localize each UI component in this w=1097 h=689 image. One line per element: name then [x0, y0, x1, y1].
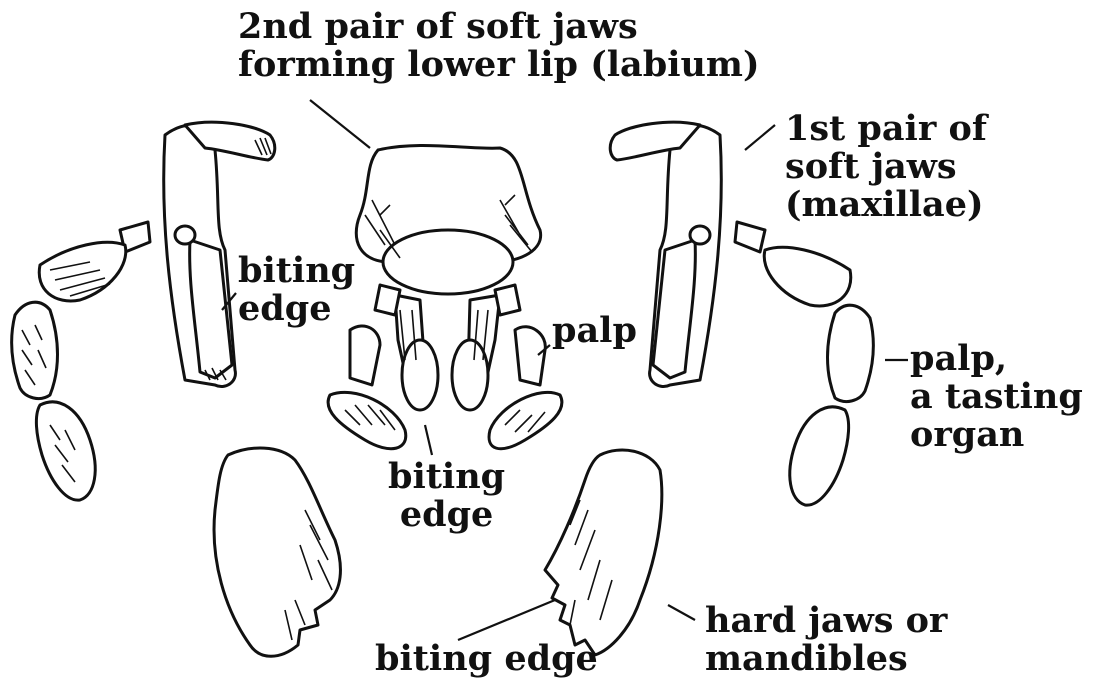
label-maxillae-line-2: soft jaws [785, 148, 987, 186]
labium [328, 145, 562, 448]
label-biting-edge-maxilla-line-1: biting [238, 252, 355, 290]
left-maxilla [12, 122, 275, 500]
label-palp-right: palp, a tasting organ [910, 340, 1083, 454]
leader-biting-edge-bottom [458, 600, 555, 640]
label-biting-edge-maxilla-line-2: edge [238, 290, 355, 328]
leader-maxillae [745, 125, 775, 150]
label-biting-edge-maxilla: biting edge [238, 252, 355, 328]
left-mandible [214, 448, 340, 656]
label-maxillae-line-1: 1st pair of [785, 110, 987, 148]
label-biting-edge-center-line-1: biting [388, 458, 505, 496]
label-palp-center: palp [552, 312, 637, 350]
label-labium-line-2: forming lower lip (labium) [238, 46, 760, 84]
label-biting-edge-center: biting edge [388, 458, 505, 534]
label-maxillae-line-3: (maxillae) [785, 186, 987, 224]
label-mandibles-line-2: mandibles [705, 640, 947, 678]
label-labium-line-1: 2nd pair of soft jaws [238, 8, 760, 46]
label-mandibles-line-1: hard jaws or [705, 602, 947, 640]
label-palp-right-line-3: organ [910, 416, 1083, 454]
leader-biting-edge-center [425, 425, 432, 455]
label-palp-right-line-1: palp, [910, 340, 1083, 378]
label-labium: 2nd pair of soft jaws forming lower lip … [238, 8, 760, 84]
label-maxillae: 1st pair of soft jaws (maxillae) [785, 110, 987, 224]
right-mandible [545, 450, 662, 655]
leader-labium [310, 100, 370, 148]
label-mandibles: hard jaws or mandibles [705, 602, 947, 678]
label-palp-right-line-2: a tasting [910, 378, 1083, 416]
label-biting-edge-center-line-2: edge [388, 496, 505, 534]
leader-mandibles [668, 605, 695, 620]
label-biting-edge-bottom: biting edge [375, 640, 598, 678]
